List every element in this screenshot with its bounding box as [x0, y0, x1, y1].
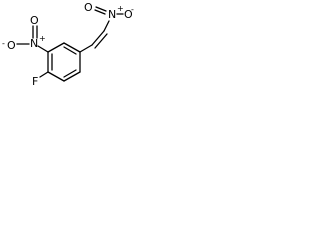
- vinyl-nitro-double-bond: [94, 9, 106, 15]
- vinyl-single-bond: [79, 44, 93, 53]
- vinyl-double-bond: [91, 30, 105, 46]
- ring-inner-double-bond: [63, 46, 77, 55]
- fluorine-atom: F: [32, 75, 38, 88]
- ring-bond: [47, 42, 65, 53]
- fluorine-bond: [39, 71, 49, 78]
- vinyl-nitro-nitrogen: N: [108, 8, 116, 21]
- vinyl-nitro-group: N + O O -: [84, 1, 134, 21]
- ring-nitro-plus-charge: +: [39, 34, 46, 43]
- vinyl-nitro-minus-charge: -: [131, 5, 134, 14]
- chemical-structure: F N + O - O N + O O -: [2, 1, 134, 88]
- ring-nitro-oxygen-double: O: [30, 14, 39, 27]
- vinyl-nitro-oxygen-double: O: [84, 1, 93, 14]
- ring-bond: [63, 42, 81, 53]
- benzene-ring: [47, 42, 81, 82]
- ring-nitro-nitrogen: N: [30, 37, 38, 50]
- ring-nitro-group: N + O - O: [2, 14, 49, 53]
- ring-nitro-oxygen-single: O: [7, 39, 16, 52]
- vinyl-linker: [79, 20, 110, 53]
- vinyl-nitro-double-bond: [95, 6, 107, 12]
- ring-nitro-minus-charge: -: [2, 39, 5, 48]
- vinyl-nitro-plus-charge: +: [117, 4, 124, 13]
- vinyl-double-bond: [94, 33, 108, 49]
- ring-nitro-bond: [37, 45, 49, 53]
- ring-inner-double-bond: [63, 69, 77, 78]
- ring-bond: [63, 71, 81, 82]
- vinyl-nitro-bond: [103, 20, 110, 32]
- vinyl-nitro-oxygen-single: O: [124, 8, 133, 21]
- ring-bond: [47, 71, 65, 82]
